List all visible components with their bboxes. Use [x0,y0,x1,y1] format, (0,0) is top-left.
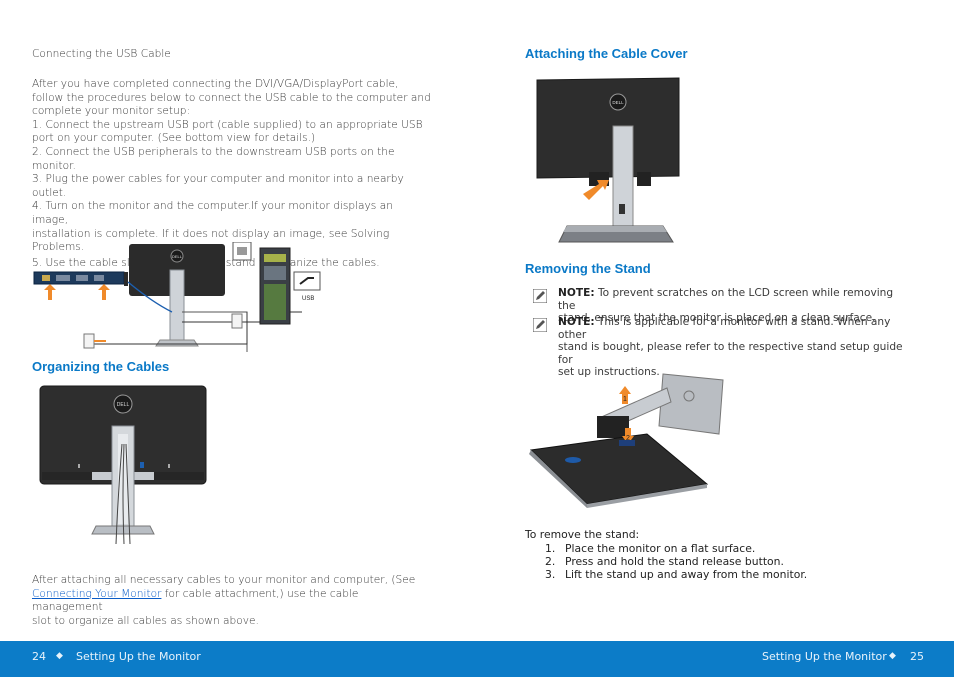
after-attaching-line: After attaching all necessary cables to … [32,574,416,586]
usb-line: port on your computer. (See bottom view … [32,132,316,145]
list-item: 1. Place the monitor on a flat surface. [525,542,915,556]
list-item: 2. Press and hold the stand release butto… [525,554,915,569]
after-attaching-line: slot to organize all cables as shown abo… [32,614,259,627]
usb-instructions: After you have completed connecting the … [32,78,432,270]
removing-stand-heading: Removing the Stand [525,261,651,276]
logo-text: DELL [172,254,183,259]
arrow-up-icon [44,284,56,300]
left-page-number: 24 [32,650,46,663]
usb-step-1: 1. Connect the upstream USB port (cable … [32,118,423,131]
step-number: 1. [545,542,556,555]
power-outlet-icon [231,313,243,329]
monitor-stand-neck [169,269,185,341]
step-text: Press and hold the stand release button. [565,554,784,568]
lift-arrow-icon [619,386,631,404]
usb-line: After you have completed connecting the … [32,78,399,90]
usb-line: follow the procedures below to connect t… [32,91,431,104]
managed-cables [115,443,131,545]
to-remove-label: To remove the stand: [525,528,640,541]
note-pencil-icon [533,318,547,332]
note-text: This is applicable for a monitor with a … [558,316,891,341]
step-number: 2. [545,554,556,568]
attaching-cable-cover-heading: Attaching the Cable Cover [525,46,688,61]
dell-logo-icon [609,93,627,111]
monitor-stand-neck [612,125,634,232]
usb-step-4: 4. Turn on the monitor and the computer.… [32,200,393,226]
logo-text: DELL [117,402,130,408]
note-pencil-icon [533,289,547,303]
usb-step-3: 3. Plug the power cables for your comput… [32,173,404,199]
monitor-stand-base [91,525,155,535]
list-item: 3. Lift the stand up and away from the mo… [525,567,915,582]
note-label: NOTE: [558,287,595,299]
usb-step-2: 2. Connect the USB peripherals to the do… [32,145,395,158]
callout-number: 2 [626,435,630,442]
step-text: Lift the stand up and away from the moni… [565,567,808,581]
after-attaching-text: After attaching all necessary cables to … [32,574,432,628]
stand-mount-plate [658,373,724,435]
usb-line: installation is complete. If it does not… [32,227,390,254]
diamond-icon: ◆ [889,651,896,661]
logo-text: DELL [612,100,624,105]
usb-line: complete your monitor setup: [32,105,191,118]
organizing-cables-heading: Organizing the Cables [32,359,170,374]
usb-line: monitor. [32,159,76,172]
callout-number: 1 [623,396,627,403]
removing-stand-illustration: 1 2 [529,373,724,508]
note-text: set up instructions. [558,366,660,379]
right-footer-title: Setting Up the Monitor [762,650,887,663]
monitor-back [536,77,680,179]
cable-cover-illustration: DELL [536,77,680,243]
arrow-up-icon [98,284,110,300]
dell-logo-icon [113,394,133,414]
dell-logo-icon [170,249,184,263]
connecting-your-monitor-link[interactable]: Connecting Your Monitor [32,587,162,600]
note-text: stand, ensure that the monitor is placed… [558,312,876,325]
diamond-icon: ◆ [56,651,63,661]
monitor-stand-base [155,339,199,347]
right-page-number: 25 [910,650,924,663]
usb-section-title: Connecting the USB Cable [32,48,171,60]
note-text: To prevent scratches on the LCD screen w… [558,287,894,312]
page-footer: 24 ◆ Setting Up the Monitor Setting Up t… [0,641,954,677]
note-label: NOTE: [558,316,595,328]
organizing-cables-illustration: DELL [39,385,207,545]
remove-stand-steps: 1. Place the monitor on a flat surface. 2… [525,542,915,582]
note-text: stand is bought, please refer to the res… [558,341,903,366]
usb-label: USB [302,296,314,302]
usb-plug-icon [293,271,321,291]
power-outlet-icon [83,333,95,349]
step-text: Place the monitor on a flat surface. [565,542,756,555]
arrow-icon [583,180,609,200]
left-footer-title: Setting Up the Monitor [76,650,201,663]
dell-logo-icon [565,457,581,463]
stand-release [597,416,629,438]
step-number: 3. [545,567,556,581]
after-attaching-line: for cable attachment,) use the cable man… [32,587,359,614]
usb-connection-diagram: DELL USB [33,242,321,352]
